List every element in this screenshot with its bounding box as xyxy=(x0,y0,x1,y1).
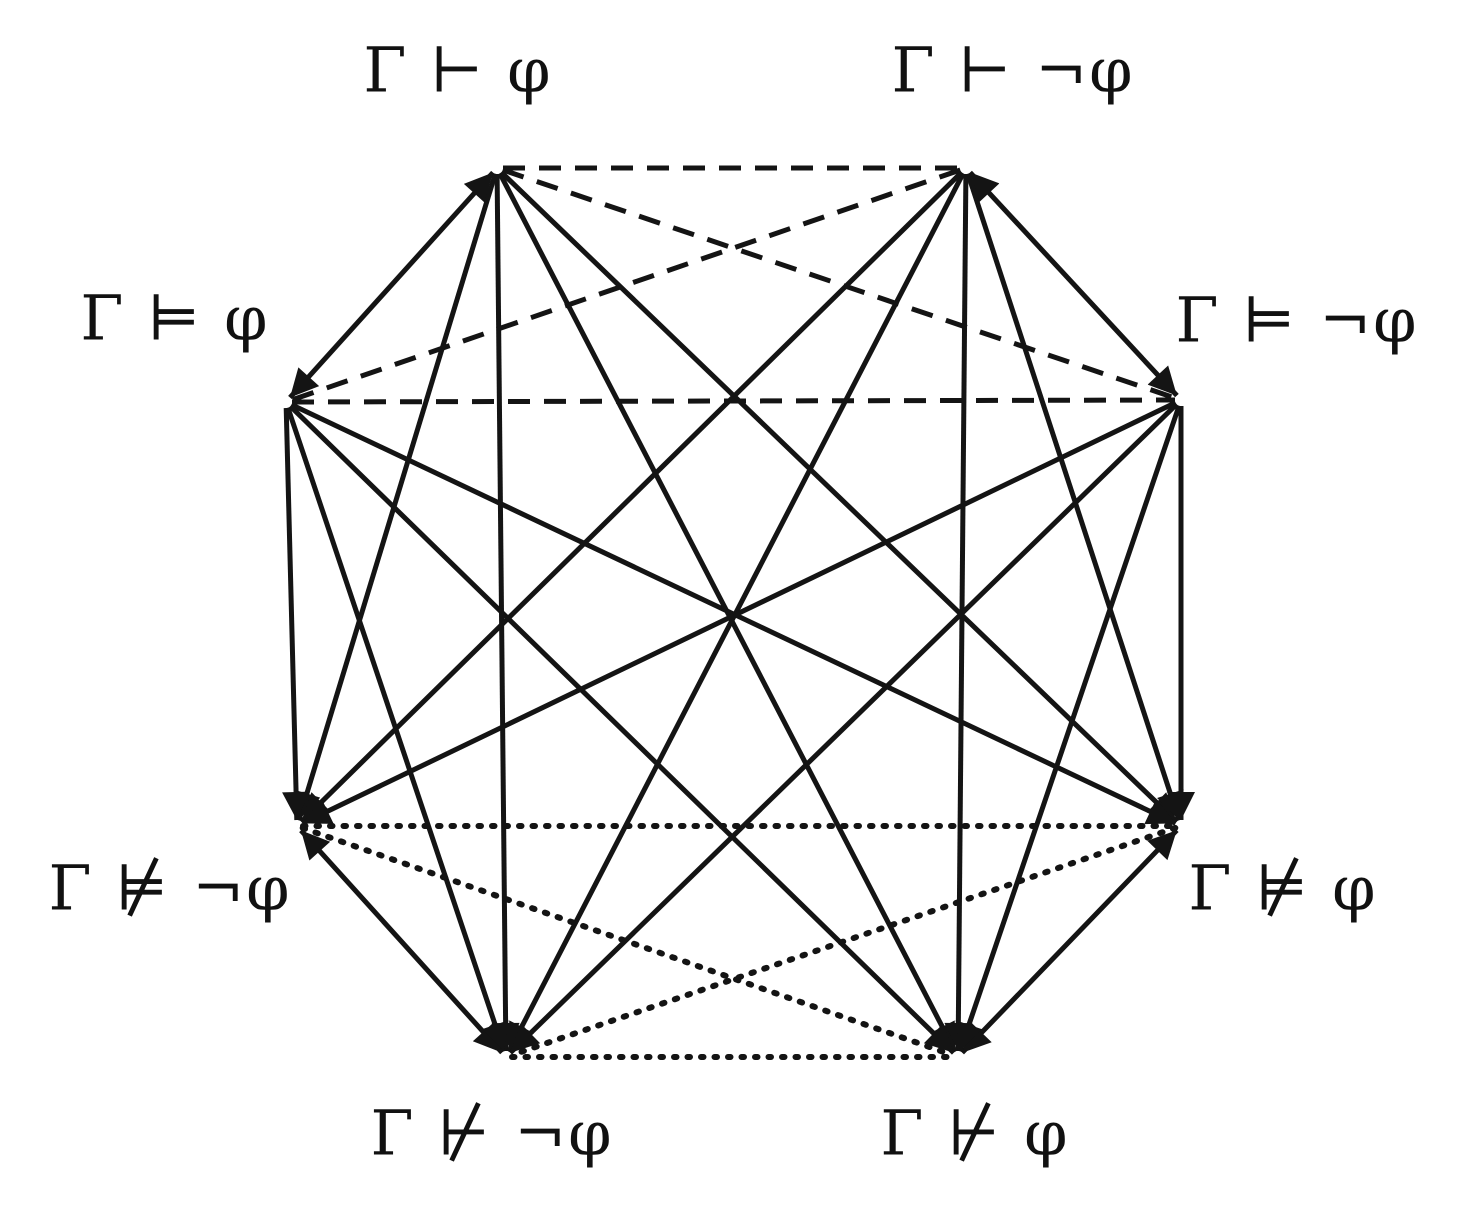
edge-F-G xyxy=(508,824,1179,1059)
edge-D-H xyxy=(955,404,1182,1053)
edge-A-E xyxy=(293,172,498,822)
edge-C-E xyxy=(282,407,311,821)
edge-B-C xyxy=(290,167,962,403)
node-label-gamma-proves-not-phi: Γ ⊢ ¬φ xyxy=(891,33,1135,107)
node-label-gamma-proves-phi: Γ ⊢ φ xyxy=(363,33,553,107)
edge-A-C xyxy=(288,170,495,400)
edge-B-E xyxy=(299,170,964,824)
edge-B-F xyxy=(965,172,1184,822)
node-label-gamma-entails-phi: Γ ⊨ φ xyxy=(80,281,270,355)
edge-B-D xyxy=(968,170,1179,398)
edge-E-G xyxy=(299,828,504,1055)
node-label-gamma-not-proves-phi: Γ ⊬ φ xyxy=(880,1096,1070,1170)
edge-C-D xyxy=(291,397,1176,405)
edge-F-H xyxy=(960,828,1179,1055)
node-label-gamma-entails-not-phi: Γ ⊨ ¬φ xyxy=(1175,283,1419,357)
edge-D-E xyxy=(301,400,1177,826)
edge-A-D xyxy=(501,167,1177,401)
node-label-gamma-not-entails-not-phi: Γ ⊭ ¬φ xyxy=(48,851,292,925)
edge-C-G xyxy=(285,406,509,1053)
node-label-gamma-not-entails-phi: Γ ⊭ φ xyxy=(1188,851,1378,925)
node-label-gamma-not-proves-not-phi: Γ ⊬ ¬φ xyxy=(370,1096,614,1170)
edge-A-F xyxy=(499,170,1179,824)
edge-C-H xyxy=(288,404,956,1055)
edge-D-G xyxy=(508,402,1179,1055)
